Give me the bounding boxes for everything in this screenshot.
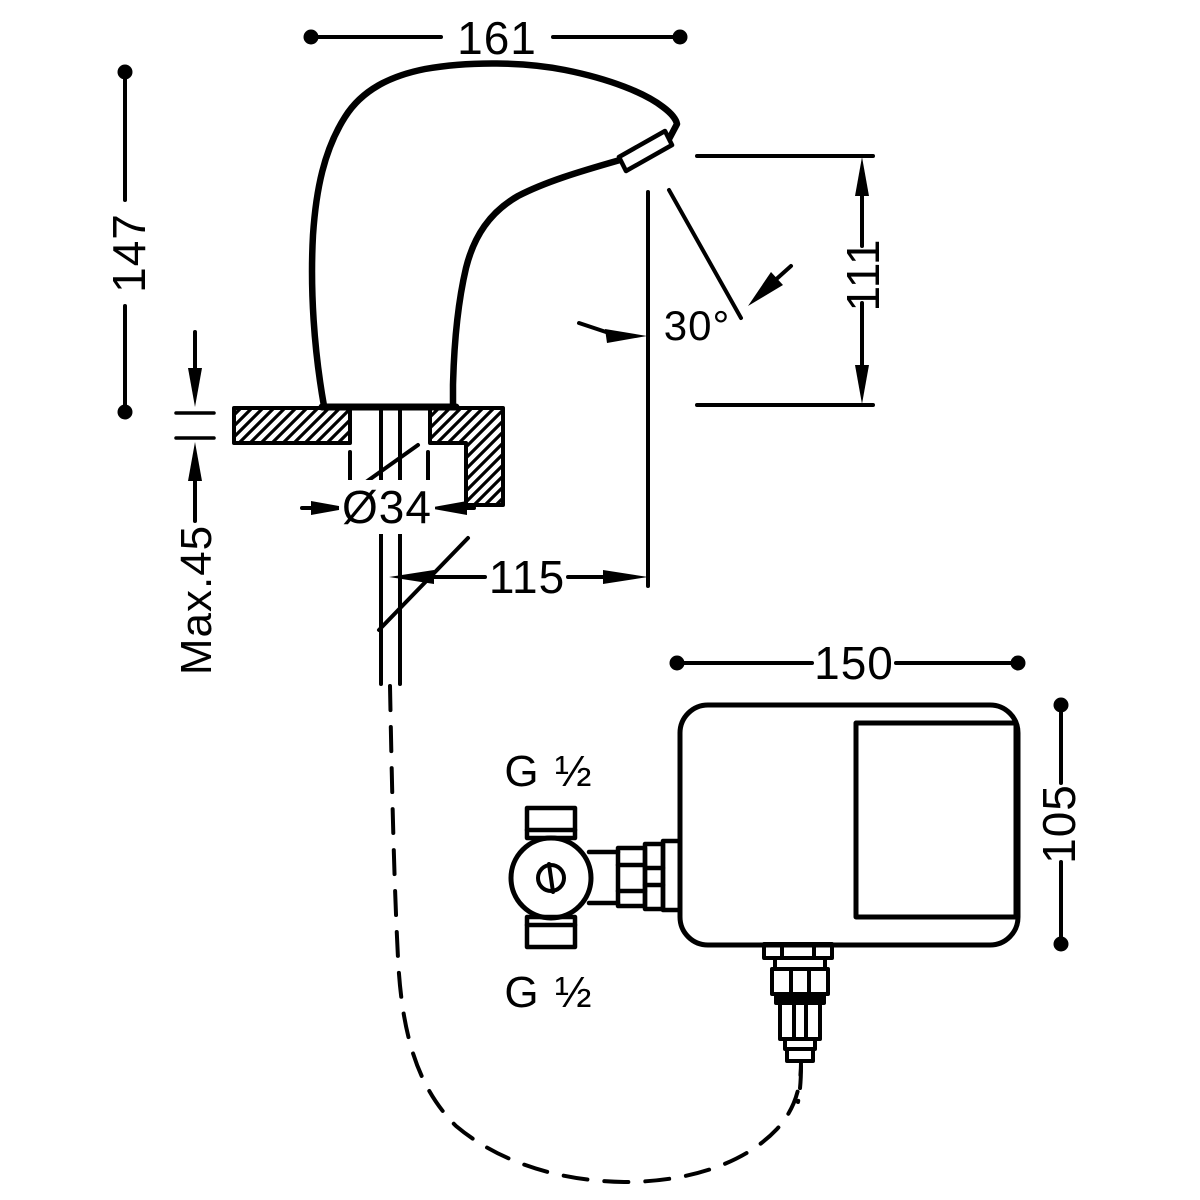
break-mark-lower — [377, 536, 470, 632]
dimension-150 — [669, 655, 1026, 671]
dimension-max45 — [174, 330, 216, 523]
valve-hex-nut — [615, 845, 648, 909]
annotation-spray-angle — [577, 188, 793, 588]
dim-115-label: 115 — [488, 551, 566, 603]
dimension-161 — [303, 29, 688, 45]
control-box-outline — [677, 702, 1021, 948]
dim-105-label: 105 — [1033, 784, 1085, 864]
shutoff-valve — [508, 805, 683, 950]
thread-top-label: G ½ — [504, 747, 594, 796]
counter-left-slab — [232, 406, 352, 445]
counter-right-slab — [428, 406, 505, 507]
faucet-inner-profile — [449, 156, 624, 410]
faucet-shank — [350, 408, 470, 686]
dimension-111 — [695, 154, 875, 407]
dim-dia34-label: Ø34 — [339, 480, 435, 534]
control-box — [677, 702, 1021, 948]
thread-bottom-label: G ½ — [504, 968, 594, 1017]
dim-max45-label: Max.45 — [172, 524, 221, 676]
connector-hex-nut — [770, 967, 830, 996]
faucet-body — [308, 60, 681, 411]
dimension-115 — [389, 570, 648, 584]
valve-body — [508, 835, 594, 921]
control-box-cover — [853, 720, 1019, 920]
angle-30-label: 30° — [663, 302, 731, 349]
dimension-147 — [117, 64, 133, 420]
box-outlet-connector — [762, 942, 834, 1104]
connector-hose-tail — [796, 1064, 803, 1104]
valve-bottom-port — [524, 914, 578, 950]
dim-111-label: 111 — [837, 238, 889, 312]
valve-top-port — [524, 805, 578, 841]
flexible-hose — [388, 684, 803, 1184]
dimension-105 — [1053, 697, 1069, 952]
faucet-outer-profile — [308, 60, 681, 410]
box-inlet-stub — [660, 838, 683, 913]
dim-147-label: 147 — [103, 213, 155, 293]
dim-161-label: 161 — [457, 12, 537, 64]
spray-direction-line — [667, 188, 743, 320]
valve-washer — [642, 841, 666, 912]
dim-150-label: 150 — [814, 637, 894, 689]
valve-screw-slot — [547, 862, 555, 894]
aerator-outlet — [616, 128, 675, 174]
